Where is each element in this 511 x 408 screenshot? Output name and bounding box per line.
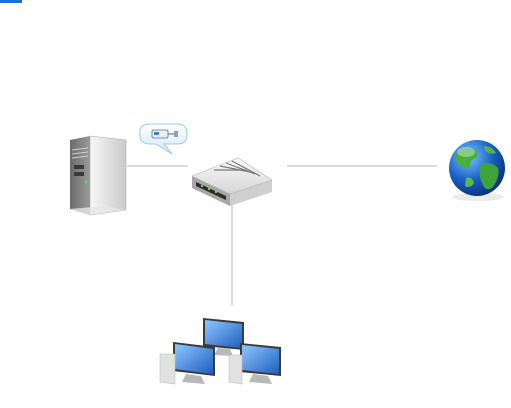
computer-icon xyxy=(160,342,215,384)
networked-computers-icon xyxy=(160,318,281,384)
network-config-bubble-icon xyxy=(140,124,187,154)
server-icon xyxy=(70,136,126,215)
globe-icon xyxy=(449,140,505,201)
router-modem-icon xyxy=(192,158,272,206)
